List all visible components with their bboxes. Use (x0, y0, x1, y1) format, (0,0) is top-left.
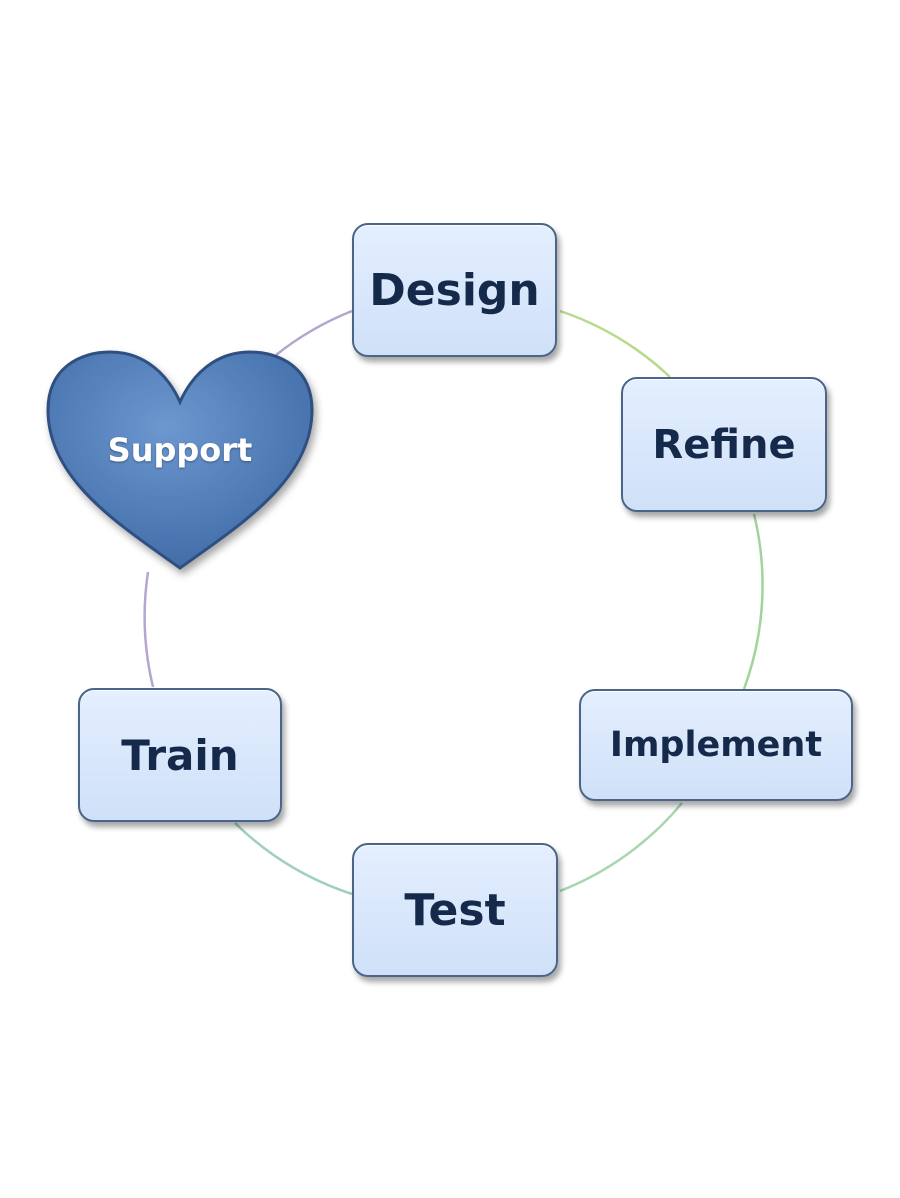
node-implement-label: Implement (609, 725, 823, 765)
node-refine-label: Refine (652, 421, 796, 468)
arc-refine-implement (742, 513, 764, 690)
node-refine: Refine (621, 377, 827, 512)
arc-test-train (234, 822, 353, 896)
node-train-label: Train (121, 730, 239, 780)
arc-train-support (143, 571, 155, 688)
node-design: Design (352, 223, 557, 357)
arc-design-refine (559, 309, 671, 378)
support-label: Support (107, 431, 253, 469)
arc-support-design (275, 309, 353, 356)
arc-implement-test (559, 802, 683, 893)
node-design-label: Design (369, 264, 540, 316)
node-train: Train (78, 688, 282, 822)
node-implement: Implement (579, 689, 853, 801)
node-test: Test (352, 843, 558, 977)
heart-shape (46, 350, 314, 570)
node-test-label: Test (404, 884, 506, 936)
